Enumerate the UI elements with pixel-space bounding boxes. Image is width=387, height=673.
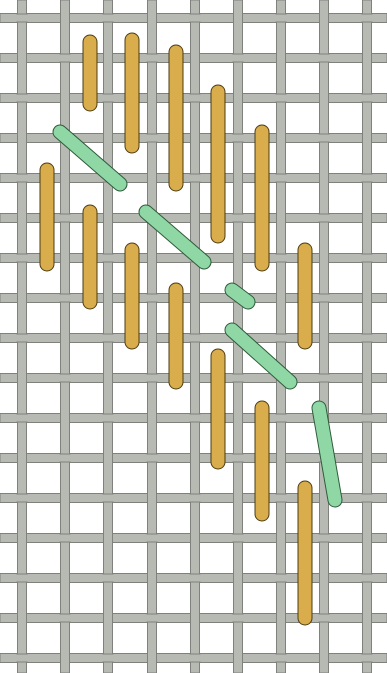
thread-crossing	[276, 174, 287, 183]
thread-crossing	[233, 534, 244, 543]
thread-crossing	[60, 294, 71, 303]
thread-crossing	[103, 94, 114, 103]
thread-crossing	[362, 94, 373, 103]
thread-crossing	[362, 654, 373, 663]
thread-crossing	[276, 94, 287, 103]
thread-crossing	[190, 574, 201, 583]
thread-crossing	[17, 414, 28, 423]
thread-crossing	[233, 54, 244, 63]
thread-crossing	[276, 14, 287, 23]
thread-crossing	[190, 414, 201, 423]
thread-crossing	[147, 614, 158, 623]
vertical-thread	[148, 0, 157, 673]
green-stitch	[232, 290, 248, 302]
thread-crossing	[233, 374, 244, 383]
thread-crossing	[319, 294, 330, 303]
thread-crossing	[103, 254, 114, 263]
thread-crossing	[319, 54, 330, 63]
thread-crossing	[233, 454, 244, 463]
thread-crossing	[147, 454, 158, 463]
thread-crossing	[103, 574, 114, 583]
thread-crossing	[190, 14, 201, 23]
thread-crossing	[233, 214, 244, 223]
thread-crossing	[147, 534, 158, 543]
thread-crossing	[276, 494, 287, 503]
vertical-thread	[61, 0, 70, 673]
thread-crossing	[103, 334, 114, 343]
thread-crossing	[190, 94, 201, 103]
thread-crossing	[190, 174, 201, 183]
thread-crossing	[190, 654, 201, 663]
thread-crossing	[60, 54, 71, 63]
thread-crossing	[103, 654, 114, 663]
thread-crossing	[147, 54, 158, 63]
vertical-thread	[320, 0, 329, 673]
thread-crossing	[103, 414, 114, 423]
thread-crossing	[103, 14, 114, 23]
thread-crossing	[319, 134, 330, 143]
thread-crossing	[60, 214, 71, 223]
thread-crossing	[362, 574, 373, 583]
thread-crossing	[276, 414, 287, 423]
thread-crossing	[276, 334, 287, 343]
thread-crossing	[190, 494, 201, 503]
thread-crossing	[103, 494, 114, 503]
thread-crossing	[17, 174, 28, 183]
thread-crossing	[17, 494, 28, 503]
thread-crossing	[362, 174, 373, 183]
thread-crossing	[319, 214, 330, 223]
thread-crossing	[60, 534, 71, 543]
thread-crossing	[17, 94, 28, 103]
thread-crossing	[276, 574, 287, 583]
thread-crossing	[362, 414, 373, 423]
thread-crossing	[319, 534, 330, 543]
thread-crossing	[362, 254, 373, 263]
thread-crossing	[17, 654, 28, 663]
thread-crossing	[17, 254, 28, 263]
thread-crossing	[60, 374, 71, 383]
thread-crossing	[362, 494, 373, 503]
thread-crossing	[319, 374, 330, 383]
thread-crossing	[362, 334, 373, 343]
thread-crossing	[362, 14, 373, 23]
thread-crossing	[319, 614, 330, 623]
thread-crossing	[276, 654, 287, 663]
thread-crossing	[17, 334, 28, 343]
thread-crossing	[17, 574, 28, 583]
thread-crossing	[147, 374, 158, 383]
thread-crossing	[233, 614, 244, 623]
thread-crossing	[233, 134, 244, 143]
thread-crossing	[17, 14, 28, 23]
thread-crossing	[190, 334, 201, 343]
thread-crossing	[60, 454, 71, 463]
thread-crossing	[147, 134, 158, 143]
thread-crossing	[147, 294, 158, 303]
thread-crossing	[60, 614, 71, 623]
thread-crossing	[276, 254, 287, 263]
